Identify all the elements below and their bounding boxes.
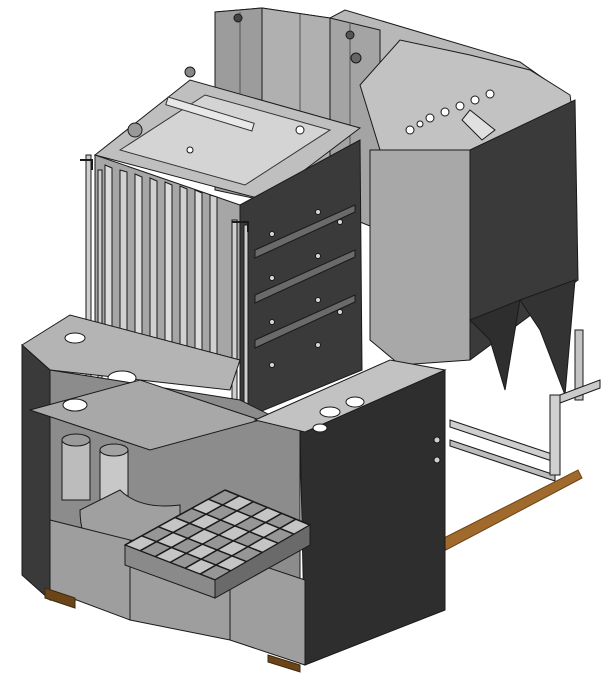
frame-post-right (549, 394, 561, 476)
grid-cell (185, 559, 216, 575)
grid-cell (191, 499, 223, 515)
cabinet-foot-right (267, 654, 301, 673)
grid-cell (202, 535, 234, 550)
grid-cell (189, 514, 221, 530)
frame-post-far (574, 329, 584, 401)
grid-cell (249, 522, 280, 538)
side-rail-lower (449, 439, 556, 482)
grid-cell (263, 528, 295, 544)
grid-cell (201, 550, 232, 565)
hopper-funnel-right (519, 279, 576, 396)
hopper-funnel-left (469, 299, 521, 391)
grid-cell (125, 535, 157, 551)
grid-cell (140, 541, 172, 557)
right-support-frame (439, 329, 601, 551)
grid-cell (158, 517, 190, 533)
right-hopper-housing (359, 39, 579, 396)
cabinet-left-wall (21, 343, 51, 602)
grid-cell (155, 547, 187, 563)
grid-tray-side (214, 524, 311, 599)
grid-line (199, 518, 297, 575)
grid-cell (233, 531, 264, 547)
grid-cell (156, 532, 188, 548)
grid-cell (279, 519, 310, 535)
grid-cell (141, 526, 174, 542)
wooden-plank (439, 469, 583, 551)
grid-cell (222, 495, 254, 511)
grid-cell (235, 516, 266, 532)
rack-slats (104, 164, 218, 356)
grid-cell (218, 525, 250, 541)
grid-cell (175, 508, 207, 524)
cabinet-right-top (253, 359, 447, 433)
rack-side-holes (269, 209, 343, 368)
grid-line (224, 489, 311, 526)
grid-cell (204, 520, 235, 535)
lower-cabinet (21, 314, 447, 673)
grid-cell (247, 537, 279, 553)
grid-cell (215, 555, 247, 571)
grid-cell (186, 544, 218, 560)
grid-cell (265, 513, 296, 529)
grid-cell (206, 505, 237, 520)
grid-cell (231, 546, 263, 562)
grid-cell (217, 540, 248, 556)
grid-cell (208, 490, 240, 505)
grid-cell (171, 538, 203, 554)
cabinet-foot-left (44, 587, 76, 609)
rack-side-slots (254, 204, 356, 349)
grid-cell (170, 553, 202, 569)
hopper-front-face (369, 149, 471, 366)
far-top-bar (559, 379, 601, 404)
grid-cell (200, 565, 231, 580)
grid-cell (220, 510, 252, 526)
grid-cell (173, 523, 205, 539)
grid-cell (187, 529, 219, 545)
side-rail-upper (449, 419, 556, 463)
grid-cell (236, 501, 268, 517)
grid-cell (251, 507, 282, 523)
